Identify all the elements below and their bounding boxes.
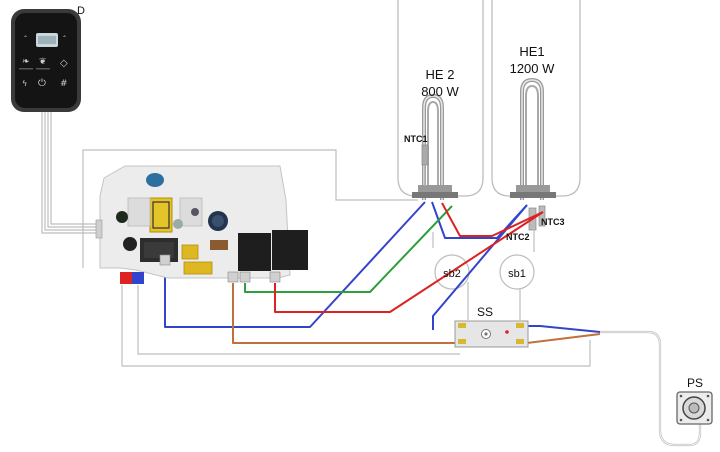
power-icon: ⏻ (38, 78, 46, 89)
up-arrow-icon: ⌃ (23, 35, 28, 42)
sb2-label: sb2 (443, 268, 461, 280)
display-label: D (77, 5, 85, 17)
tank-he1 (491, 0, 581, 197)
he2-power-label: 800 W (421, 84, 459, 99)
sb1-label: sb1 (508, 268, 526, 280)
ntc2-label: NTC2 (506, 232, 530, 242)
ntc3-sensor (538, 205, 546, 227)
relay-1 (238, 233, 271, 271)
leaf-icon: ❦ (39, 57, 47, 67)
relay-2 (272, 230, 308, 270)
green-wire (244, 205, 453, 293)
he2-name-label: HE 2 (426, 67, 455, 82)
ss-label: SS (477, 305, 493, 319)
gray-wires (41, 112, 702, 447)
heating-element-he2 (412, 93, 458, 200)
ps-label: PS (687, 376, 703, 390)
blue-wire-ps (527, 325, 601, 333)
he1-name-label: HE1 (519, 44, 544, 59)
brown-wire-ps (526, 333, 601, 344)
safety-switch (454, 320, 529, 348)
ntc1-label: NTC1 (404, 134, 428, 144)
power-socket (676, 391, 713, 425)
control-board (95, 165, 308, 284)
display-panel[interactable]: ⌃ ⌃ ❧ ❦ ◇ ϟ ⏻ # (11, 9, 81, 112)
blue-wire-main (164, 201, 426, 328)
ntc3-label: NTC3 (541, 217, 565, 227)
leaf-icon: ❧ (22, 57, 30, 67)
bolt-icon: ϟ (22, 79, 27, 88)
red-wire-he2 (441, 202, 544, 237)
connector-red (120, 272, 132, 284)
brown-wire-main (232, 283, 460, 344)
hash-icon: # (60, 79, 68, 89)
heating-element-he1 (510, 77, 556, 200)
he1-power-label: 1200 W (510, 61, 556, 76)
capacitor-blue (146, 173, 164, 187)
ntc1-sensor (421, 144, 429, 166)
sb1-coil (499, 254, 535, 290)
diamond-icon: ◇ (60, 58, 68, 69)
connector-blue (132, 272, 144, 284)
red-wire-main (274, 211, 544, 313)
up-arrow-icon: ⌃ (62, 35, 67, 42)
